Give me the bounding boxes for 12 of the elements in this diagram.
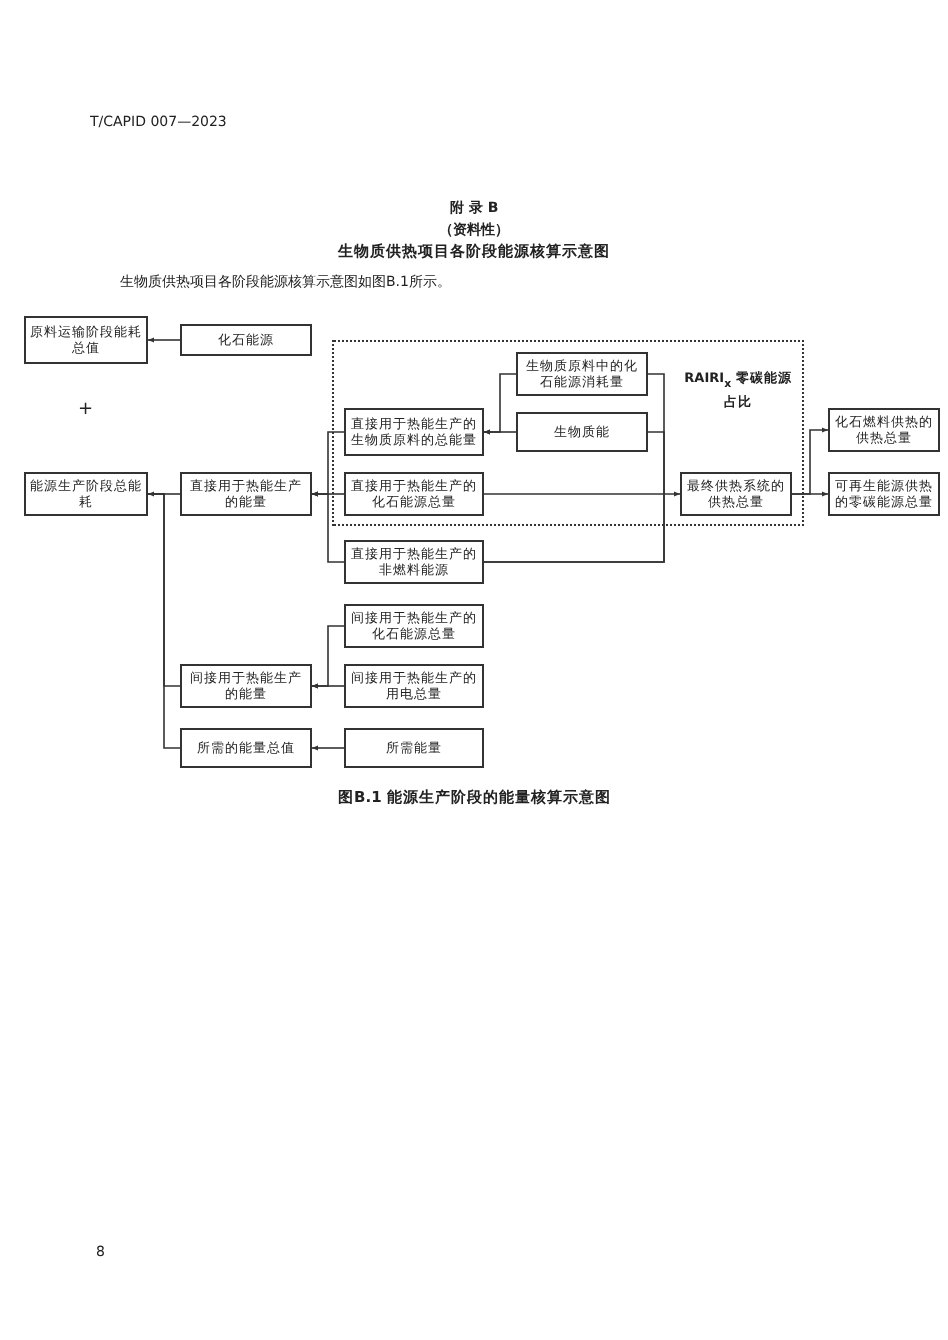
connector-line <box>483 431 665 563</box>
arrow <box>147 491 181 497</box>
plus-sign: + <box>78 400 94 420</box>
connector-line <box>147 493 181 749</box>
arrow <box>791 491 829 497</box>
dotted-region <box>332 340 804 526</box>
arrow <box>311 683 345 689</box>
arrow <box>311 745 345 751</box>
arrow <box>483 429 517 435</box>
arrow <box>147 337 181 343</box>
arrow <box>311 491 345 563</box>
arrow <box>483 491 681 497</box>
